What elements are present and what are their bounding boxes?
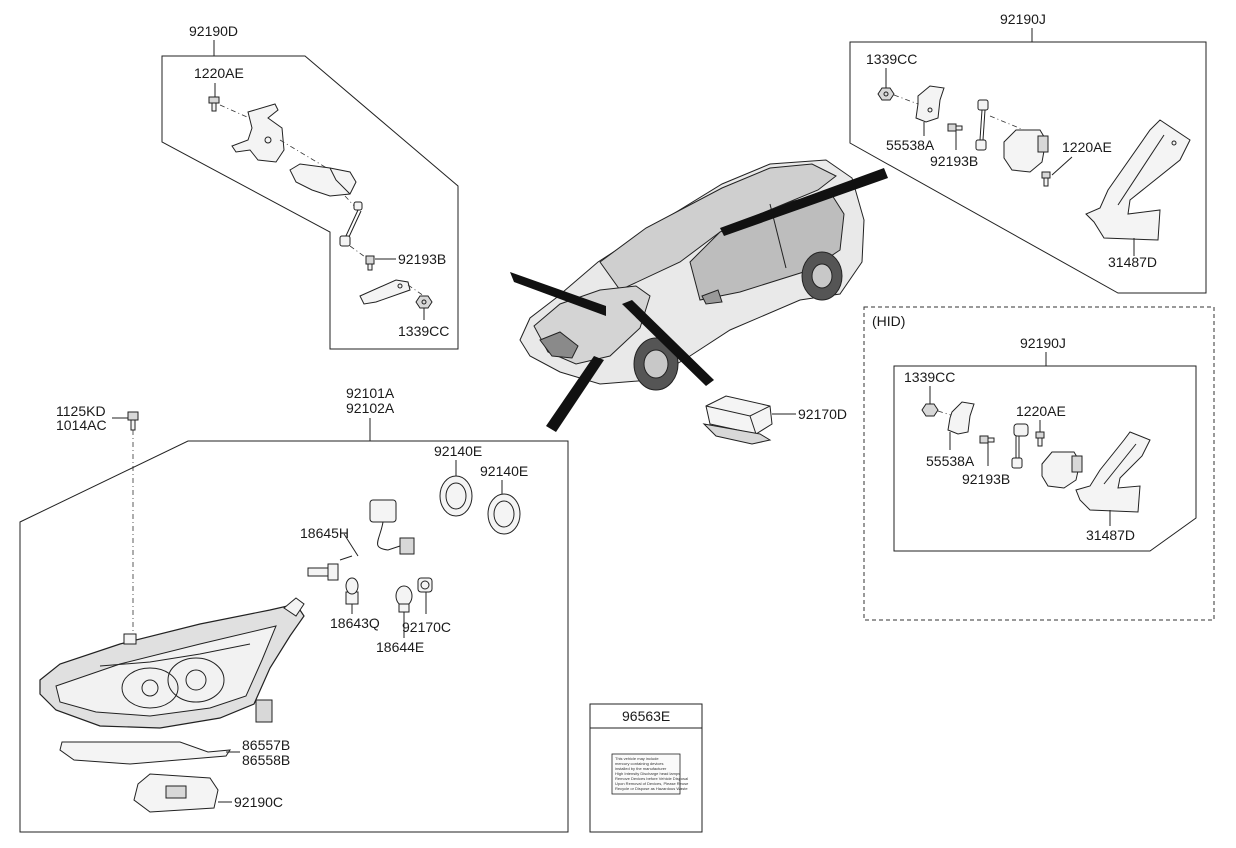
label-92140E-b: 92140E [480, 463, 528, 479]
label-1220AE-b: 1220AE [1062, 139, 1112, 155]
label-hid: (HID) [872, 313, 905, 329]
label-92170D: 92170D [798, 406, 847, 422]
bolt-icon [127, 411, 139, 431]
label-1014AC: 1014AC [56, 417, 107, 433]
label-92140E-a: 92140E [434, 443, 482, 459]
caution-line-2: mercury containing devices [615, 761, 663, 766]
nut-icon [921, 403, 939, 417]
bulb-socket-icon [369, 499, 415, 555]
caution-line-6: Upon Removal of Devices, Please Reuse [615, 781, 689, 786]
sensor-bracket-icon [915, 85, 945, 123]
label-92193B-c: 92193B [962, 471, 1010, 487]
bulb-icon [345, 577, 359, 605]
dust-cap-icon [487, 493, 521, 535]
label-1220AE-c: 1220AE [1016, 403, 1066, 419]
label-92102A: 92102A [346, 400, 395, 416]
hid-group: (HID) 92190J 1339CC 55538A 92193B 1220AE [863, 306, 1215, 621]
group-92190D: 92190D 1220AE [161, 23, 459, 350]
label-86558B: 86558B [242, 752, 290, 768]
link-rod-icon [339, 201, 363, 247]
nut-icon [415, 295, 433, 309]
label-55538A-b: 55538A [926, 453, 975, 469]
sensor-bracket-plate-icon [1085, 119, 1191, 241]
label-92170C: 92170C [402, 619, 451, 635]
ballast-module-icon [133, 773, 232, 813]
label-1339CC-a: 1339CC [398, 323, 449, 339]
bulb-icon [395, 585, 413, 613]
caution-line-3: installed by the manufacturer [615, 766, 667, 771]
sensor-bracket-icon [947, 401, 975, 435]
label-18643Q: 18643Q [330, 615, 380, 631]
sensor-bracket-icon [231, 103, 285, 163]
screw-icon [947, 123, 963, 132]
mounting-plate-icon [359, 279, 411, 305]
label-92193B-a: 92193B [398, 251, 446, 267]
hid-inner-border [893, 365, 1197, 552]
label-86557B: 86557B [242, 737, 290, 753]
caution-sticker [611, 753, 681, 795]
label-92193B-b: 92193B [930, 153, 978, 169]
sensor-bracket-plate-icon [1075, 431, 1151, 513]
label-18645H: 18645H [300, 525, 349, 541]
bolt-icon [208, 96, 220, 112]
screw-icon [365, 255, 375, 271]
label-92101A: 92101A [346, 385, 395, 401]
bolt-icon [1035, 431, 1045, 447]
group-92190J-a: 92190J 1339CC 55538A 92193B [849, 11, 1207, 294]
socket-icon [417, 577, 433, 593]
bolt-icon [1041, 171, 1051, 187]
label-1125KD: 1125KD [56, 403, 106, 419]
link-rod-icon [975, 99, 989, 151]
link-rod-icon [1011, 423, 1029, 469]
label-1339CC-b: 1339CC [866, 51, 917, 67]
label-96563E: 96563E [622, 708, 670, 724]
nut-icon [877, 87, 895, 101]
caution-label-group: 96563E This vehicle may include mercury … [589, 703, 703, 833]
label-92190C: 92190C [234, 794, 283, 810]
label-92190D: 92190D [189, 23, 238, 39]
label-92190J-a: 92190J [1000, 11, 1046, 27]
caution-line-7: Recycle or Dispose as Hazardous Waste [615, 786, 688, 791]
level-sensor-icon [1041, 451, 1083, 489]
label-92190J-b: 92190J [1020, 335, 1066, 351]
headlamp-group-border [19, 440, 569, 833]
group-92190J-a-border [849, 41, 1207, 294]
caution-line-5: Remove Devices before Vehicle Disposal [615, 776, 688, 781]
label-1339CC-c: 1339CC [904, 369, 955, 385]
caution-line-4: High Intensity Discharge head lamps [615, 771, 680, 776]
label-31487D-a: 31487D [1108, 254, 1157, 270]
label-18644E: 18644E [376, 639, 424, 655]
screw-icon [979, 435, 995, 444]
caution-line-1: This vehicle may include [615, 756, 659, 761]
group-92190D-border [161, 55, 459, 350]
label-31487D-b: 31487D [1086, 527, 1135, 543]
level-sensor-icon [289, 163, 357, 197]
car-illustration [510, 159, 888, 432]
level-sensor-icon [1003, 129, 1049, 173]
headlamp-group: 1125KD 1014AC 92101A 92102A 92140E 92140… [19, 385, 569, 833]
label-55538A-a: 55538A [886, 137, 935, 153]
hid-dashed-border [863, 306, 1215, 621]
control-module-92170D: 92170D [702, 395, 847, 445]
cover-strip-icon [59, 741, 240, 765]
bulb-icon [307, 555, 353, 581]
dust-cap-icon [439, 475, 473, 517]
label-1220AE-a: 1220AE [194, 65, 244, 81]
headlamp-assembly-icon [39, 597, 305, 729]
